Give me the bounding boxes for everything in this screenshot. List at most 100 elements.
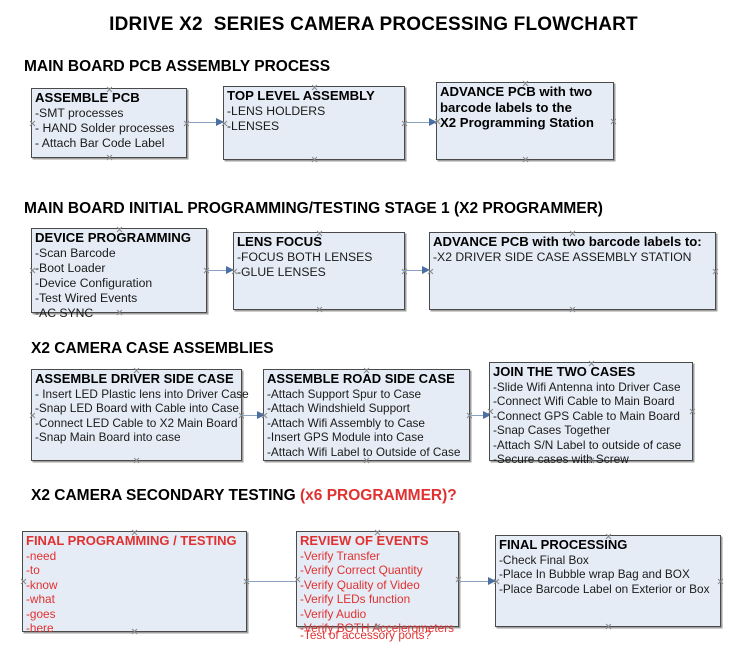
connector-handle-left[interactable] xyxy=(231,268,238,275)
section-heading-text: MAIN BOARD INITIAL PROGRAMMING/TESTING S… xyxy=(24,200,603,217)
arrow-line-final-programming-to-review-of-events xyxy=(247,581,296,583)
connector-handle-left[interactable] xyxy=(294,576,301,583)
box-title: REVIEW OF EVENTS xyxy=(300,533,429,548)
connector-handle-left[interactable] xyxy=(221,120,228,127)
box-line: -Verify Transfer xyxy=(300,548,380,563)
connector-handle-left[interactable] xyxy=(427,268,434,275)
box-title: DEVICE PROGRAMMING xyxy=(35,230,192,245)
arrow-line-device-programming-to-lens-focus xyxy=(207,270,233,272)
box-join-the-two-cases[interactable]: JOIN THE TWO CASES -Slide Wifi Antenna i… xyxy=(487,360,696,466)
connector-handle-top[interactable] xyxy=(311,84,318,91)
connector-handle-bottom[interactable] xyxy=(374,623,381,630)
box-device-programming[interactable]: DEVICE PROGRAMMING -Scan Barcode -Boot L… xyxy=(29,226,207,320)
box-advance-pcb-driver-side-station[interactable]: ADVANCE PCB with two barcode labels to: … xyxy=(429,232,716,310)
box-line: -goes xyxy=(26,606,56,621)
box-line: -Slide Wifi Antenna into Driver Case xyxy=(493,379,681,394)
box-title: FINAL PROGRAMMING / TESTING xyxy=(26,533,237,548)
connector-handle-top[interactable] xyxy=(131,529,138,536)
section-heading-text: X2 CAMERA SECONDARY TESTING xyxy=(31,487,300,504)
box-line: -Verify Correct Quantity xyxy=(300,563,423,578)
connector-handle-bottom[interactable] xyxy=(131,628,138,635)
connector-handle-top[interactable] xyxy=(106,86,113,93)
box-lens-focus[interactable]: LENS FOCUS -FOCUS BOTH LENSES -GLUE LENS… xyxy=(233,232,405,310)
connector-handle-bottom[interactable] xyxy=(569,306,576,313)
connector-handle-top[interactable] xyxy=(605,533,612,540)
box-assemble-driver-side-case[interactable]: ASSEMBLE DRIVER SIDE CASE - Insert LED P… xyxy=(29,367,249,464)
connector-handle-right[interactable] xyxy=(712,268,719,275)
section-heading-text: MAIN BOARD PCB ASSEMBLY PROCESS xyxy=(24,58,331,75)
box-assemble-pcb[interactable]: ASSEMBLE PCB -SMT processes - HAND Solde… xyxy=(31,88,187,158)
box-line: -know xyxy=(26,577,58,592)
connector-handle-left[interactable] xyxy=(20,578,27,585)
connector-handle-bottom[interactable] xyxy=(116,309,123,316)
box-review-of-events[interactable]: REVIEW OF EVENTS -Verify Transfer -Verif… xyxy=(294,529,459,642)
box-line: - Attach Bar Code Label xyxy=(35,135,165,150)
section-heading-main-board-initial-programming: MAIN BOARD INITIAL PROGRAMMING/TESTING S… xyxy=(24,200,603,218)
connector-handle-top[interactable] xyxy=(133,367,140,374)
box-title: ADVANCE PCB with two barcode labels to: xyxy=(433,234,702,249)
box-line: -Secure cases with Screw xyxy=(493,452,629,467)
connector-handle-right[interactable] xyxy=(717,578,724,585)
box-line: -Verify Quality of Video xyxy=(300,577,420,592)
connector-handle-top[interactable] xyxy=(522,80,529,87)
box-line: -AC SYNC xyxy=(35,306,94,321)
box-line: -Snap LED Board with Cable into Case xyxy=(35,401,239,416)
box-line: -Check Final Box xyxy=(499,552,589,567)
connector-handle-left[interactable] xyxy=(29,412,36,419)
box-line: -Place In Bubble wrap Bag and BOX xyxy=(499,567,690,582)
connector-handle-left[interactable] xyxy=(261,412,268,419)
connector-handle-top[interactable] xyxy=(116,226,123,233)
box-line: -LENSES xyxy=(227,118,280,133)
connector-handle-bottom[interactable] xyxy=(133,457,140,464)
box-title: TOP LEVEL ASSEMBLY xyxy=(227,88,375,103)
box-line: -Snap Main Board into case xyxy=(35,430,181,445)
box-line: -to xyxy=(26,563,40,578)
connector-handle-left[interactable] xyxy=(29,267,36,274)
page-title: IDRIVE X2 SERIES CAMERA PROCESSING FLOWC… xyxy=(109,14,638,35)
connector-handle-right[interactable] xyxy=(610,118,617,125)
connector-handle-bottom[interactable] xyxy=(588,457,595,464)
connector-handle-top[interactable] xyxy=(569,230,576,237)
box-title: ADVANCE PCB with two xyxy=(440,84,593,99)
connector-handle-left[interactable] xyxy=(434,118,441,125)
connector-handle-top[interactable] xyxy=(316,230,323,237)
box-line: -Scan Barcode xyxy=(35,245,116,260)
connector-handle-left[interactable] xyxy=(29,120,36,127)
section-heading-text: X2 CAMERA CASE ASSEMBLIES xyxy=(31,340,274,357)
connector-handle-bottom[interactable] xyxy=(106,154,113,161)
box-final-programming-testing[interactable]: FINAL PROGRAMMING / TESTING -need -to -k… xyxy=(20,529,247,635)
box-line: -Attach Support Spur to Case xyxy=(267,386,422,401)
arrow-line-top-level-to-advance-pcb xyxy=(405,122,435,124)
connector-handle-bottom[interactable] xyxy=(522,156,529,163)
connector-handle-bottom[interactable] xyxy=(605,623,612,630)
box-final-processing[interactable]: FINAL PROCESSING -Check Final Box -Place… xyxy=(495,535,721,627)
connector-handle-bottom[interactable] xyxy=(311,156,318,163)
box-line: -FOCUS BOTH LENSES xyxy=(237,249,373,264)
connector-handle-top[interactable] xyxy=(374,529,381,536)
box-line: -Attach Wifi Assembly to Case xyxy=(267,415,425,430)
box-advance-pcb-programming-station[interactable]: ADVANCE PCB with two barcode labels to t… xyxy=(436,82,614,160)
section-heading-x2-camera-case-assemblies: X2 CAMERA CASE ASSEMBLIES xyxy=(31,340,274,358)
section-heading-x2-camera-secondary-testing: X2 CAMERA SECONDARY TESTING (x6 PROGRAMM… xyxy=(31,487,457,505)
box-content: LENS FOCUS -FOCUS BOTH LENSES -GLUE LENS… xyxy=(237,234,403,280)
connector-handle-top[interactable] xyxy=(363,367,370,374)
box-overflow-line: -Test of accessory ports? xyxy=(300,628,432,642)
connector-handle-top[interactable] xyxy=(588,360,595,367)
connector-handle-left[interactable] xyxy=(487,408,494,415)
connector-handle-right[interactable] xyxy=(689,408,696,415)
box-content: JOIN THE TWO CASES -Slide Wifi Antenna i… xyxy=(493,364,691,467)
box-content: ADVANCE PCB with two barcode labels to t… xyxy=(440,84,612,131)
arrow-line-assemble-pcb-to-top-level xyxy=(187,122,223,124)
box-title: FINAL PROCESSING xyxy=(499,537,628,552)
box-top-level-assembly[interactable]: TOP LEVEL ASSEMBLY -LENS HOLDERS -LENSES xyxy=(223,86,405,160)
connector-handle-left[interactable] xyxy=(493,578,500,585)
connector-handle-bottom[interactable] xyxy=(363,457,370,464)
box-line: -SMT processes xyxy=(35,105,124,120)
connector-handle-bottom[interactable] xyxy=(316,306,323,313)
box-line: X2 Programming Station xyxy=(440,115,594,130)
section-heading-main-board-pcb-assembly: MAIN BOARD PCB ASSEMBLY PROCESS xyxy=(24,58,330,76)
arrow-line-driver-case-to-road-case xyxy=(242,415,264,417)
box-line: -Attach Windshield Support xyxy=(267,401,410,416)
box-line: -Connect LED Cable to X2 Main Board xyxy=(35,415,238,430)
box-assemble-road-side-case[interactable]: ASSEMBLE ROAD SIDE CASE -Attach Support … xyxy=(263,369,470,461)
